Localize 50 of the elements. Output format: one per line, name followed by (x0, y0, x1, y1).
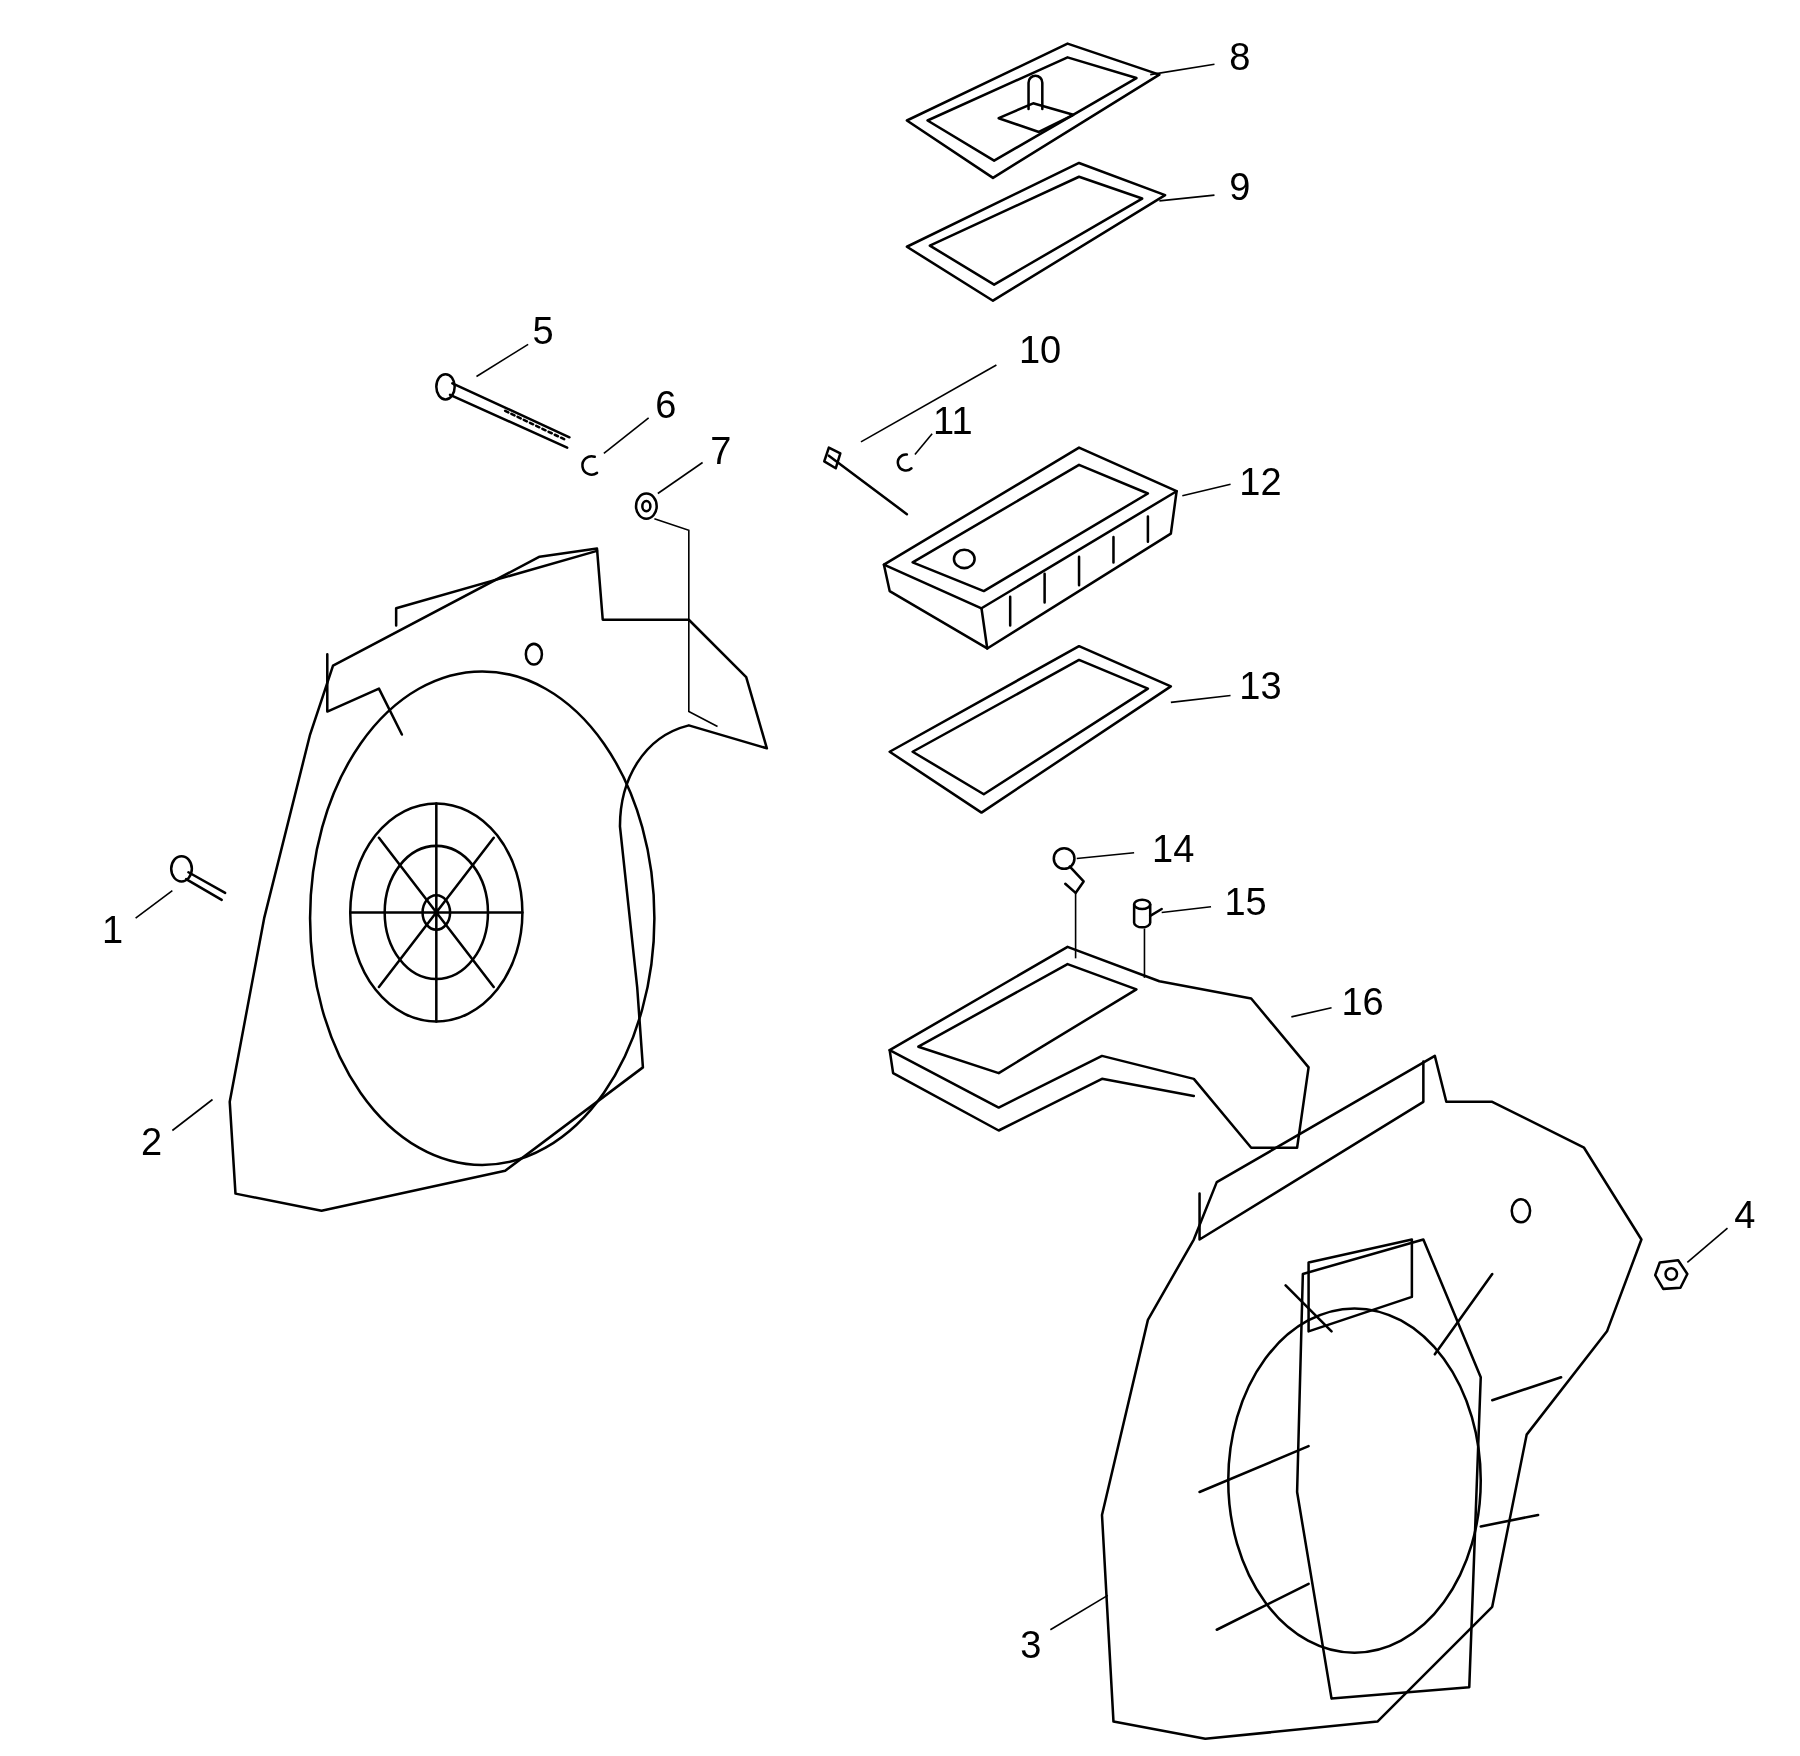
gasket-drawing (888, 644, 1173, 814)
leader-line (475, 343, 529, 378)
pin-drawing (823, 446, 909, 516)
callout-number: 4 (1734, 1195, 1756, 1234)
leader-line (1160, 905, 1212, 914)
leader-line (657, 461, 704, 495)
leader-line (1158, 194, 1216, 202)
assembly-line (653, 517, 719, 728)
nipple-drawing (1132, 898, 1163, 929)
callout-number: 11 (933, 402, 973, 441)
leader-line (1149, 63, 1216, 76)
callout-number: 7 (710, 432, 732, 471)
leader-line (603, 416, 650, 455)
callout-number: 13 (1239, 667, 1282, 706)
gasket-drawing (905, 161, 1167, 302)
duct-drawing (888, 945, 1310, 1149)
nut-drawing (1653, 1258, 1689, 1291)
leader-line (914, 433, 933, 456)
callout-number: 15 (1224, 883, 1267, 922)
leader-line (1686, 1227, 1729, 1264)
cover-drawing (905, 42, 1161, 180)
blower-housing-drawing (1100, 1054, 1643, 1741)
callout-number: 14 (1152, 830, 1195, 869)
filter-drawing (882, 446, 1178, 650)
fan-housing-drawing (228, 547, 769, 1213)
leader-line (860, 364, 998, 443)
elbow-drawing (1052, 846, 1085, 895)
long-bolt-drawing (435, 372, 571, 449)
assembly-line (1143, 927, 1146, 979)
leader-line (1075, 851, 1135, 860)
assembly-line (1074, 892, 1077, 960)
leader-line (134, 889, 174, 919)
clip-drawing (581, 455, 599, 476)
leader-line (171, 1098, 214, 1132)
clip-drawing (896, 453, 913, 472)
callout-number: 1 (101, 910, 124, 949)
callout-number: 12 (1239, 463, 1282, 502)
callout-number: 16 (1341, 983, 1384, 1022)
washer-drawing (634, 492, 658, 521)
callout-number: 10 (1018, 331, 1062, 370)
bolt-drawing (169, 854, 227, 902)
callout-number: 5 (532, 311, 554, 350)
callout-number: 9 (1229, 168, 1251, 207)
callout-number: 8 (1229, 38, 1251, 77)
leader-line (1181, 483, 1232, 497)
callout-number: 2 (140, 1123, 163, 1162)
callout-number: 3 (1020, 1626, 1042, 1664)
callout-number: 6 (655, 386, 677, 425)
leader-line (1170, 694, 1232, 704)
leader-line (1290, 1006, 1333, 1018)
